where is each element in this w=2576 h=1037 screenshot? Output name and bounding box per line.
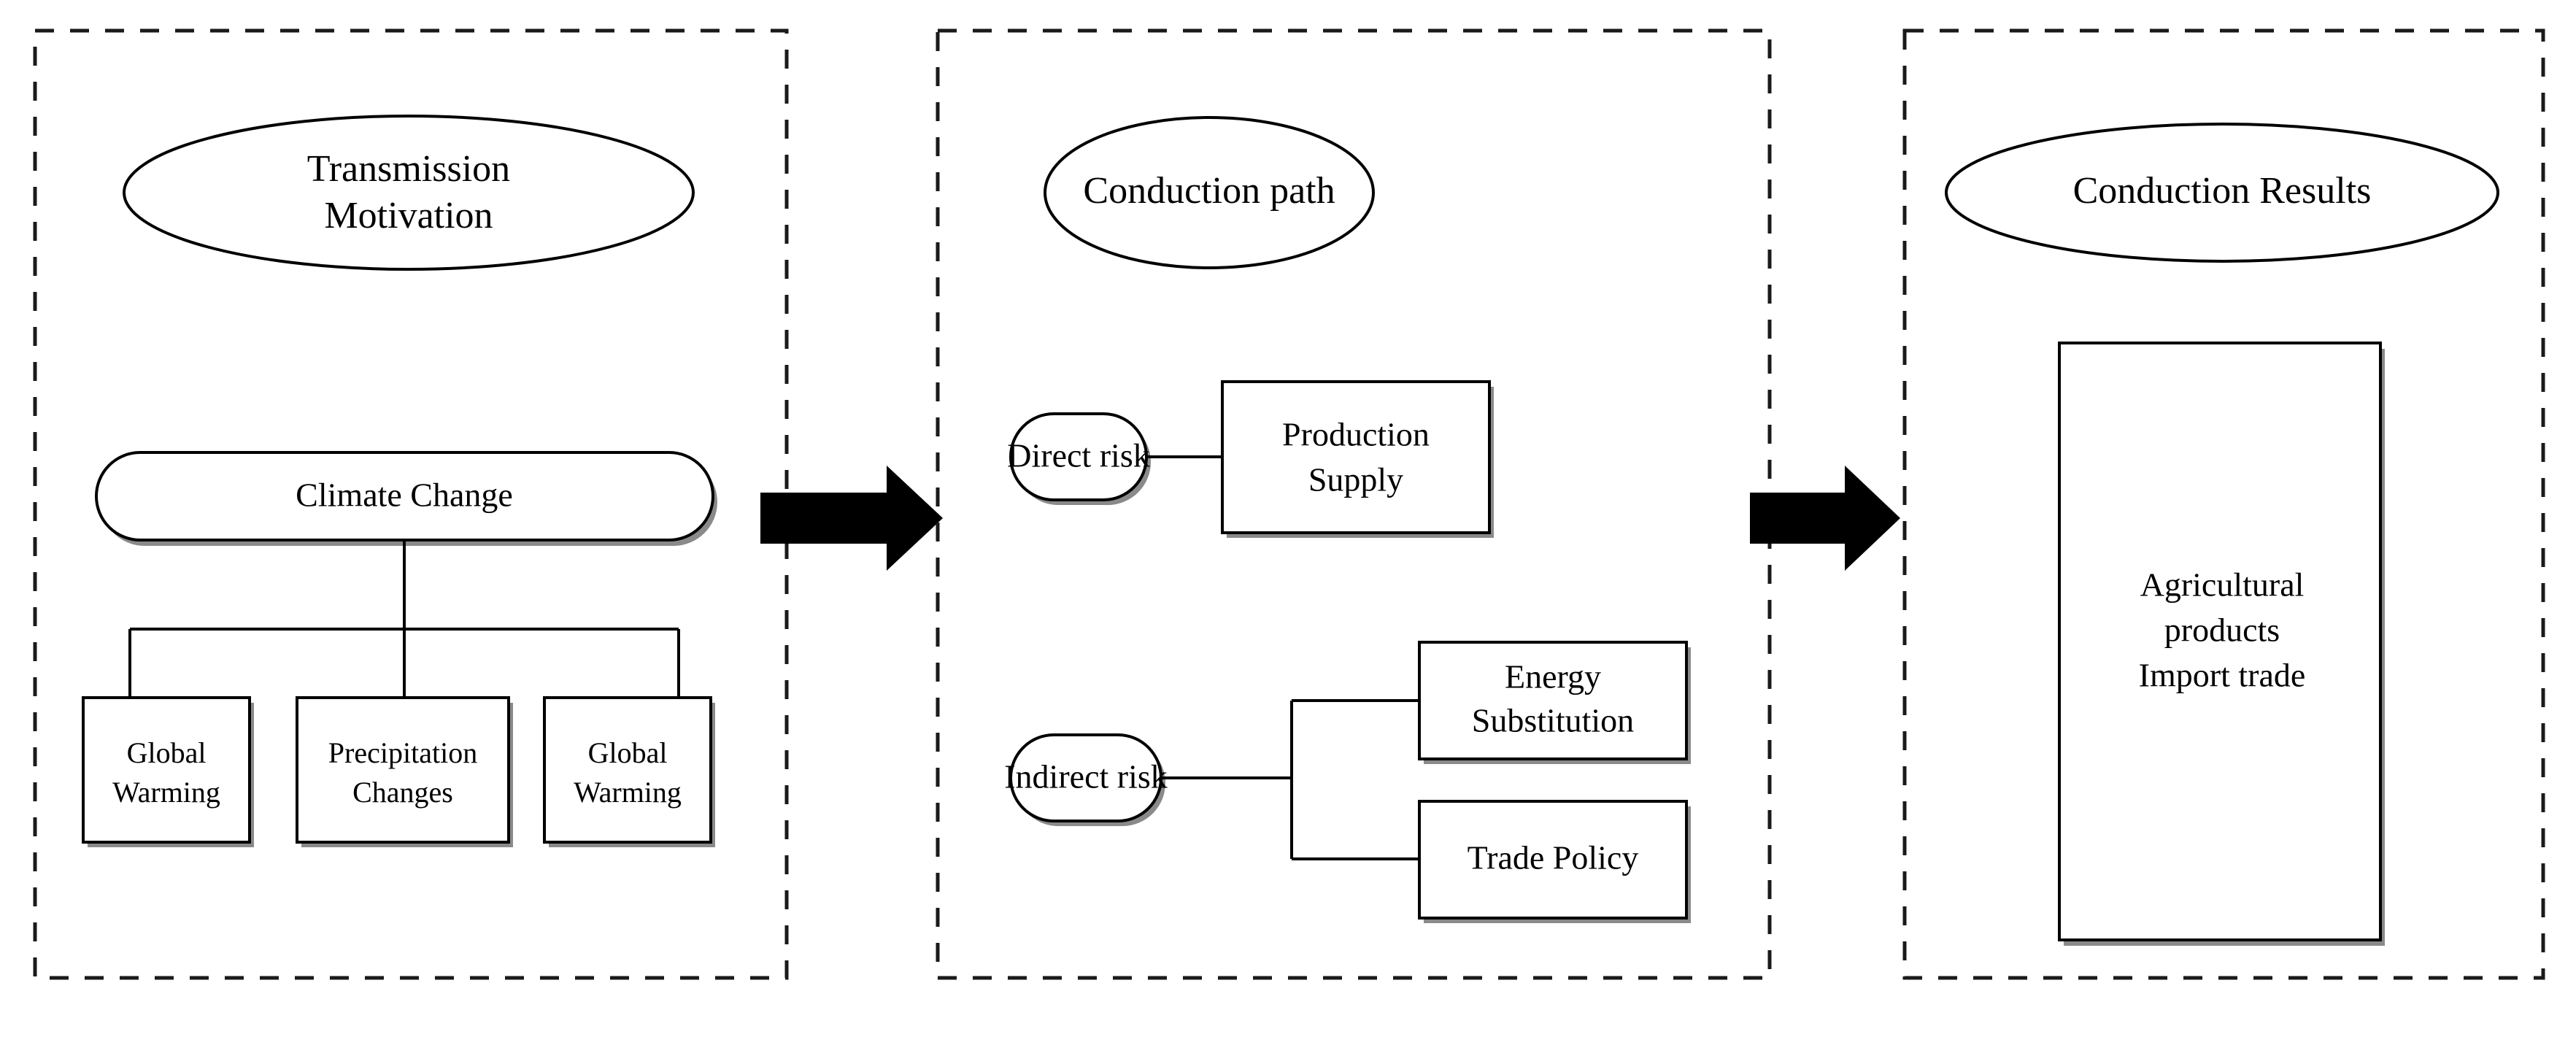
leaf-box-global-warming-2 [543, 696, 712, 844]
direct-risk-node-label: Direct risk [1007, 437, 1149, 474]
leaf-box-3-line1: Global [588, 736, 668, 769]
panel-title-line1-transmission-motivation: Transmission [307, 148, 510, 190]
leaf-box-global-warming-1 [82, 696, 251, 844]
panel-title-line2-transmission-motivation: Motivation [324, 195, 493, 236]
trade-policy-label: Trade Policy [1468, 839, 1639, 876]
leaf-box-3-line2: Warming [574, 776, 682, 809]
trade-policy-box [1418, 800, 1688, 920]
energy-substitution-box [1418, 641, 1688, 760]
leaf-box-1-line2: Warming [112, 776, 220, 809]
leaf-box-2-line2: Changes [352, 776, 453, 809]
result-line2: products [2164, 612, 2280, 649]
indirect-risk-node-label: Indirect risk [1004, 758, 1168, 795]
panel-title-ellipse-transmission-motivation [123, 115, 695, 271]
arrow-panel1-to-panel2-icon [760, 466, 943, 571]
production-supply-line2: Supply [1308, 461, 1403, 498]
leaf-box-2-line1: Precipitation [328, 736, 477, 769]
production-supply-box [1221, 380, 1491, 534]
result-line1: Agricultural [2140, 566, 2305, 604]
arrow-panel2-to-panel3-icon [1750, 466, 1900, 571]
leaf-box-precipitation-changes [296, 696, 510, 844]
energy-substitution-line2: Substitution [1472, 702, 1634, 739]
panel-frame-conduction-results [1902, 28, 2545, 980]
energy-substitution-line1: Energy [1505, 658, 1601, 695]
leaf-box-1-line1: Global [127, 736, 207, 769]
climate-change-node-label: Climate Change [296, 477, 513, 514]
production-supply-line1: Production [1282, 416, 1430, 453]
result-line3: Import trade [2139, 657, 2306, 694]
panel-title-conduction-results: Conduction Results [2073, 170, 2372, 212]
agricultural-import-trade-box [2058, 342, 2382, 941]
panel-frame-transmission-motivation [33, 28, 789, 980]
panel-title-ellipse-conduction-path [1044, 116, 1375, 269]
panel-title-ellipse-conduction-results [1945, 123, 2499, 263]
panel-title-conduction-path: Conduction path [1083, 170, 1335, 212]
